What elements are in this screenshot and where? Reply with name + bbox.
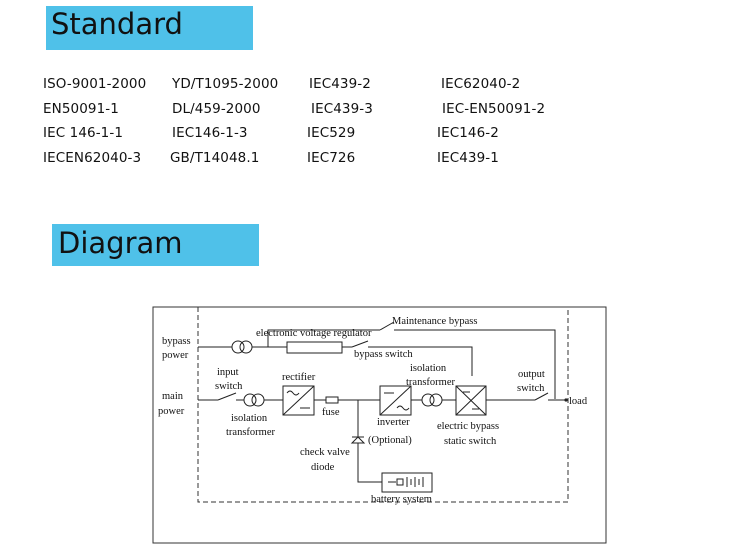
label-bypass-power: power <box>162 350 189 361</box>
bypass-transformer <box>231 340 253 354</box>
standard-item: IEC439-2 <box>309 76 371 92</box>
ups-enclosure <box>197 307 569 503</box>
diagram-heading: Diagram <box>52 224 259 266</box>
label-isolation-transformer: isolation <box>231 413 268 424</box>
standard-item: IEC529 <box>307 125 356 141</box>
label-optional: (Optional) <box>368 435 412 446</box>
label-output-switch: output <box>518 369 545 380</box>
label-rectifier: rectifier <box>282 372 316 383</box>
bypass-switch <box>351 340 369 348</box>
standard-item: IEC62040-2 <box>441 76 521 92</box>
label-output-switch: switch <box>517 383 545 394</box>
label-static-switch: static switch <box>444 436 497 447</box>
label-diode: diode <box>311 462 335 473</box>
label-bypass-power: bypass <box>162 336 191 347</box>
label-battery-system: battery system <box>371 494 432 505</box>
label-input-switch: switch <box>215 381 243 392</box>
output-isolation-transformer <box>421 393 443 407</box>
maintenance-switch <box>379 321 395 331</box>
standard-item: IEC439-1 <box>437 150 499 166</box>
check-valve-diode-symbol <box>350 436 366 444</box>
inverter-block <box>379 385 412 416</box>
label-isolation-transformer: transformer <box>406 377 455 388</box>
label-isolation-transformer: isolation <box>410 363 447 374</box>
label-maintenance-bypass: Maintenance bypass <box>392 316 477 327</box>
battery-symbol <box>381 472 433 493</box>
rectifier-block <box>282 385 315 416</box>
label-bypass-switch: bypass switch <box>354 349 413 360</box>
input-switch <box>217 392 237 401</box>
standard-item: ISO-9001-2000 <box>43 76 147 92</box>
label-load: load <box>569 396 588 407</box>
standard-item: IEC 146-1-1 <box>43 125 124 141</box>
label-isolation-transformer: transformer <box>226 427 275 438</box>
standard-item: IEC146-2 <box>437 125 499 141</box>
label-main-power: main <box>162 391 184 402</box>
label-main-power: power <box>158 406 185 417</box>
label-inverter: inverter <box>377 417 410 428</box>
standard-item: IEC146-1-3 <box>172 125 248 141</box>
standard-item: IEC-EN50091-2 <box>442 101 546 117</box>
static-switch-block <box>455 385 487 416</box>
label-input-switch: input <box>217 367 239 378</box>
standard-item: EN50091-1 <box>43 101 119 117</box>
diagram-frame <box>152 306 607 544</box>
input-isolation-transformer <box>243 393 265 407</box>
output-switch <box>534 392 549 401</box>
standard-item: YD/T1095-2000 <box>172 76 279 92</box>
voltage-regulator-box <box>286 341 343 354</box>
standard-item: IEC726 <box>307 150 356 166</box>
standard-item: DL/459-2000 <box>172 101 261 117</box>
standard-item: GB/T14048.1 <box>170 150 260 166</box>
standard-heading: Standard <box>46 6 253 50</box>
label-check-valve: check valve <box>300 447 350 458</box>
standard-item: IECEN62040-3 <box>43 150 142 166</box>
label-voltage-regulator: electronic voltage regulator <box>256 328 372 339</box>
fuse-symbol <box>325 396 339 404</box>
label-electric-bypass: electric bypass <box>437 421 499 432</box>
label-fuse: fuse <box>322 407 340 418</box>
standard-item: IEC439-3 <box>311 101 373 117</box>
